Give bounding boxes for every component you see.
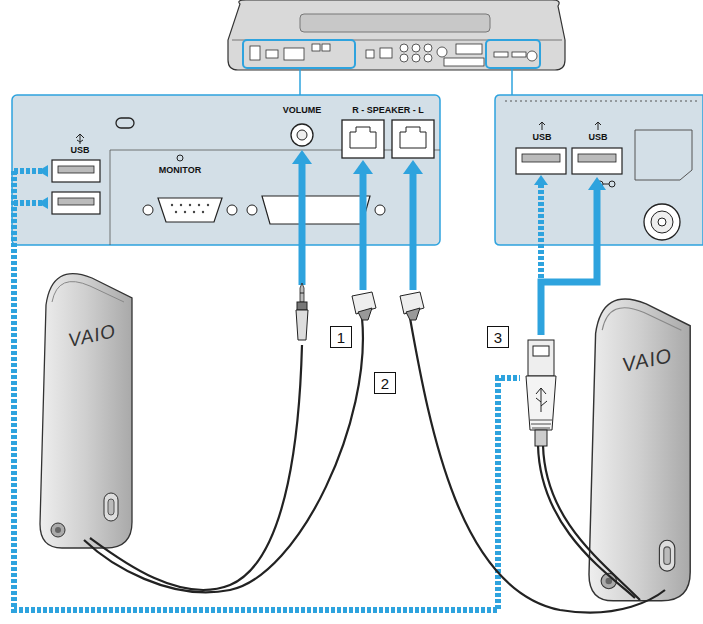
port-label: USB <box>588 133 607 142</box>
callout-number: 2 <box>374 372 396 394</box>
callout-text: 1 <box>337 330 345 345</box>
port-label: VOLUME <box>283 106 322 115</box>
callout-number: 3 <box>487 326 509 348</box>
callout-number: 1 <box>330 326 352 348</box>
callout-text: 3 <box>494 330 502 345</box>
callout-text: 2 <box>381 376 389 391</box>
port-label: MONITOR <box>159 166 201 175</box>
port-label: USB <box>70 146 89 155</box>
port-label: R - SPEAKER - L <box>352 106 424 115</box>
port-label: USB <box>532 133 551 142</box>
